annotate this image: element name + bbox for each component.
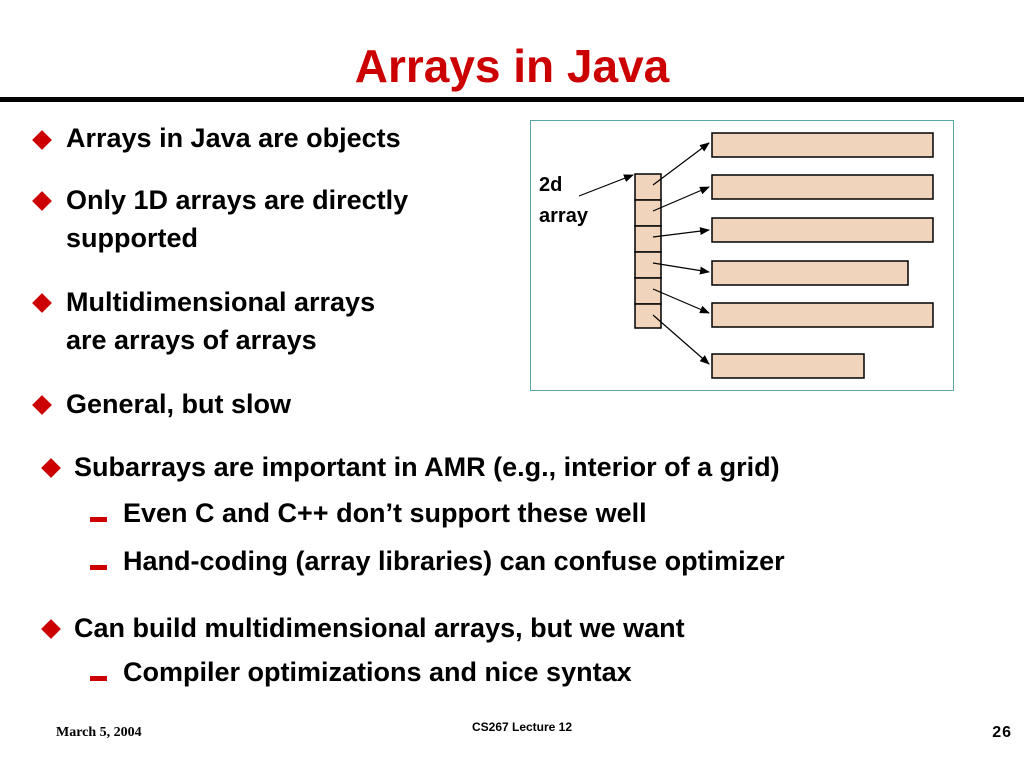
subbullet-2: Hand-coding (array libraries) can confus… [123,542,785,580]
diamond-bullet-icon [32,130,52,150]
diagram-label-line1: 2d [539,174,563,196]
diamond-bullet-icon [41,619,61,639]
diamond-bullet-icon [32,293,52,313]
bullet-3-text-line2: are arrays of arrays [66,325,317,355]
pointer-arrow-2 [652,186,710,212]
subbullet-2-text: Hand-coding (array libraries) can confus… [123,546,785,576]
outer-array-cell [634,225,662,253]
bullet-5: Subarrays are important in AMR (e.g., in… [74,448,780,486]
outer-array-cell [634,199,662,227]
bullet-1-text: Arrays in Java are objects [66,123,401,153]
label-arrow [578,174,634,197]
subbullet-1-text: Even C and C++ don’t support these well [123,498,647,528]
diamond-bullet-icon [41,458,61,478]
bullet-3: Multidimensional arrays are arrays of ar… [66,283,375,359]
inner-array-row-4 [711,260,909,286]
inner-array-row-1 [711,132,934,158]
bullet-2: Only 1D arrays are directly supported [66,181,408,257]
diamond-bullet-icon [32,395,52,415]
pointer-arrow-1 [652,142,710,186]
bullet-4-text: General, but slow [66,389,292,419]
dash-bullet-icon [90,565,107,570]
inner-arrays [711,132,934,379]
pointer-arrow-5 [652,288,710,314]
bullet-2-text-line1: Only 1D arrays are directly [66,185,409,215]
outer-array-cells [634,173,662,329]
diagram-label-line2: array [539,205,588,227]
outer-array-cell [634,303,662,329]
footer-course: CS267 Lecture 12 [471,720,573,734]
subbullet-1: Even C and C++ don’t support these well [123,494,647,532]
bullet-4: General, but slow [66,385,291,423]
diamond-bullet-icon [32,191,52,211]
footer-date: March 5, 2004 [56,725,142,740]
subbullet-3: Compiler optimizations and nice syntax [123,653,632,691]
inner-array-row-5 [711,302,934,328]
array-diagram: 2d array [530,120,954,391]
inner-array-row-6 [711,353,865,379]
pointer-arrow-4 [652,262,710,275]
inner-array-row-2 [711,174,934,200]
bullet-2-text-line2: supported [66,223,198,253]
pointer-arrows [578,142,710,365]
dash-bullet-icon [90,676,107,681]
pointer-arrow-6 [652,314,710,365]
title-rule [0,97,1024,102]
page-number: 26 [992,724,1012,741]
bullet-6-text: Can build multidimensional arrays, but w… [74,613,685,643]
bullet-1: Arrays in Java are objects [66,119,401,157]
outer-array-cell [634,173,662,201]
array-diagram-graphic [578,132,934,379]
bullet-5-text: Subarrays are important in AMR (e.g., in… [74,452,780,482]
dash-bullet-icon [90,517,107,522]
pointer-arrow-3 [652,227,710,238]
bullet-3-text-line1: Multidimensional arrays [66,287,376,317]
bullet-6: Can build multidimensional arrays, but w… [74,609,685,647]
inner-array-row-3 [711,217,934,243]
slide-title: Arrays in Java [354,40,670,92]
subbullet-3-text: Compiler optimizations and nice syntax [123,657,632,687]
outer-array-cell [634,251,662,279]
